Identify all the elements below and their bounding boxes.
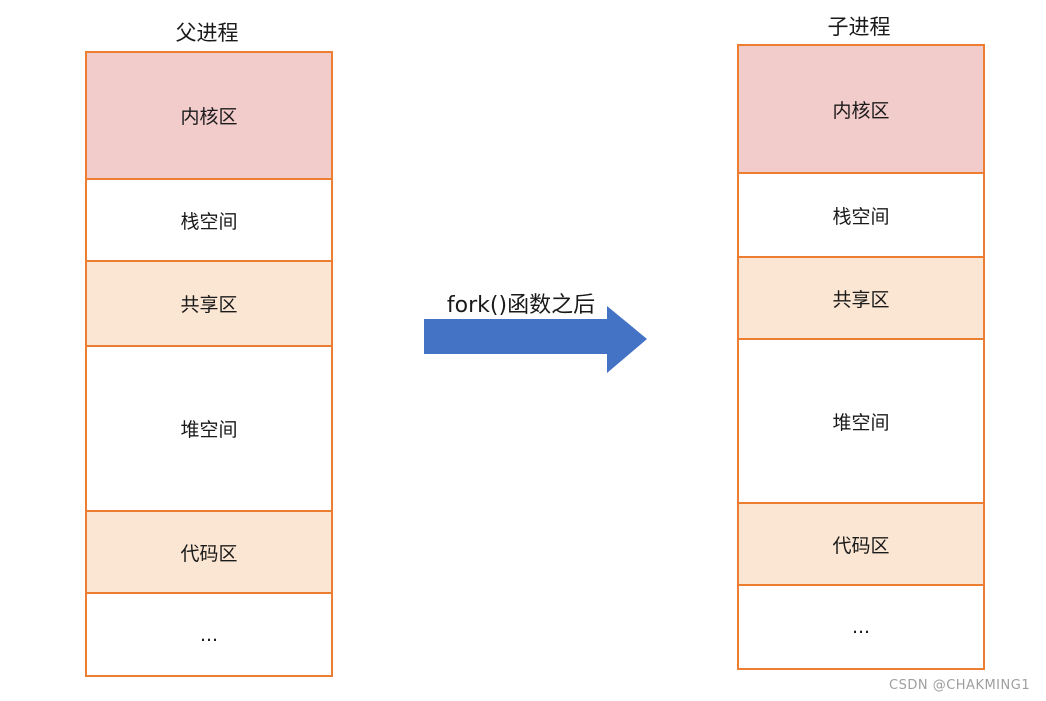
child-heap-section: 堆空间 (739, 340, 983, 504)
child-kernel-section: 内核区 (739, 46, 983, 174)
child-shared-section: 共享区 (739, 258, 983, 340)
fork-arrow-label: fork()函数之后 (446, 293, 596, 318)
right-arrow-icon (424, 306, 647, 373)
parent-memory-column: 内核区 栈空间 共享区 堆空间 代码区 ... (85, 51, 333, 677)
child-stack-section: 栈空间 (739, 174, 983, 258)
parent-ellipsis-section: ... (87, 594, 331, 675)
csdn-watermark: CSDN @CHAKMING1 (889, 678, 1031, 693)
parent-code-section: 代码区 (87, 512, 331, 594)
child-ellipsis-section: ... (739, 586, 983, 668)
parent-shared-section: 共享区 (87, 262, 331, 347)
child-process-title: 子进程 (827, 15, 891, 39)
child-memory-column: 内核区 栈空间 共享区 堆空间 代码区 ... (737, 44, 985, 670)
parent-kernel-section: 内核区 (87, 53, 331, 180)
parent-stack-section: 栈空间 (87, 180, 331, 262)
child-code-section: 代码区 (739, 504, 983, 586)
parent-process-title: 父进程 (175, 21, 239, 45)
parent-heap-section: 堆空间 (87, 347, 331, 512)
